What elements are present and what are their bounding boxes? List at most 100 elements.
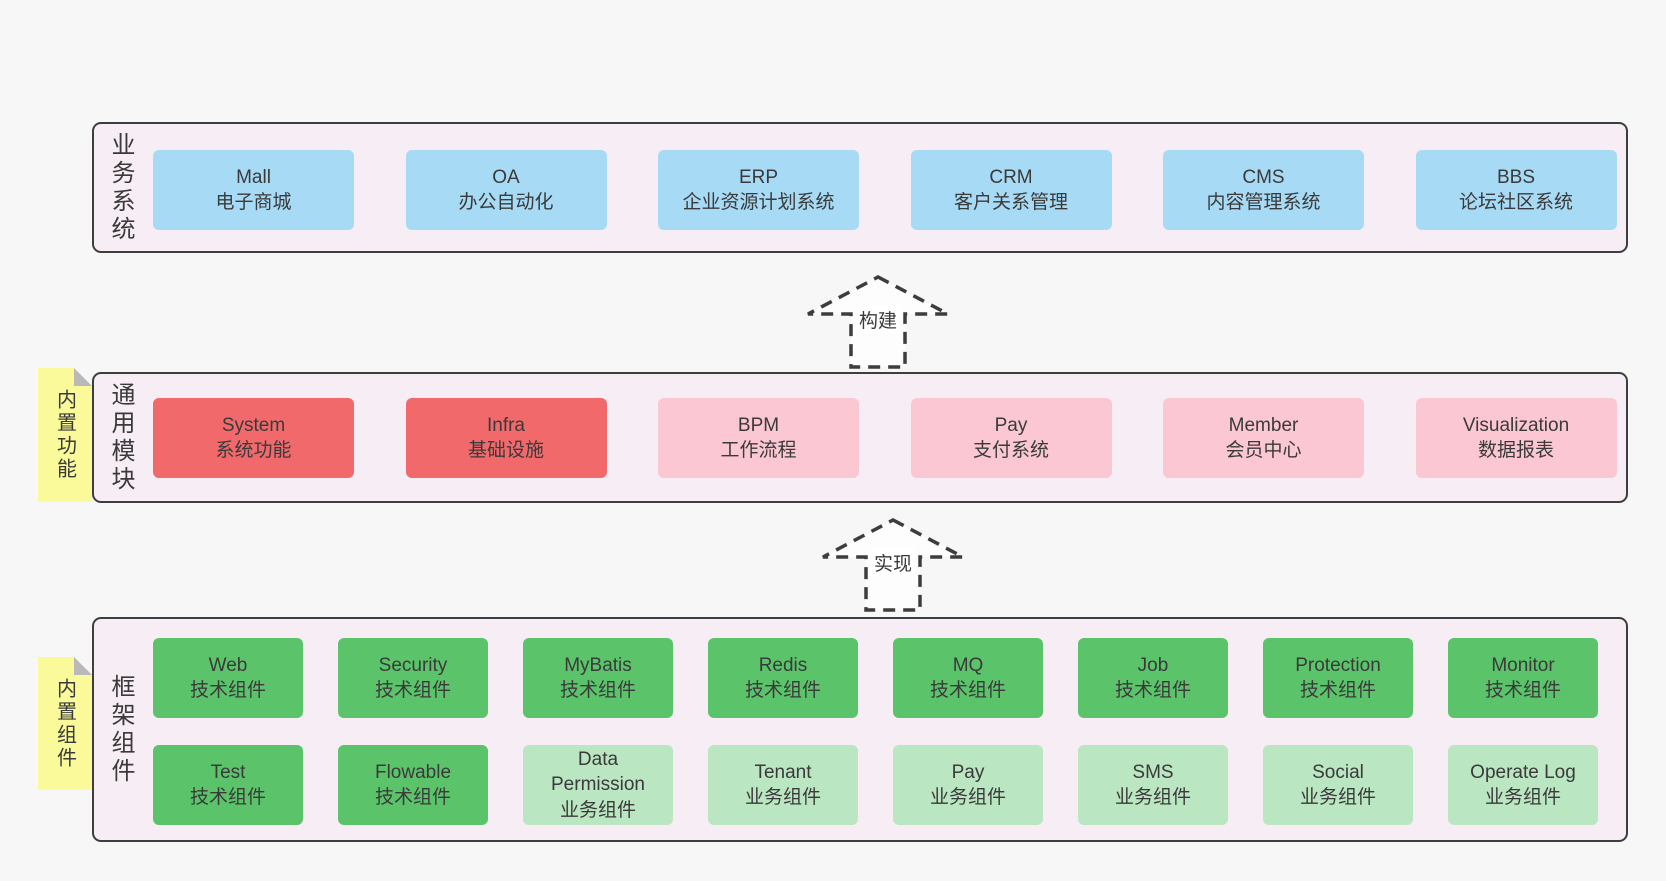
box-name: Flowable [374, 761, 452, 783]
box-desc: 业务组件 [929, 787, 1006, 808]
box-crm: CRM 客户关系管理 [910, 150, 1112, 230]
box-pay-component: Pay 业务组件 [893, 745, 1043, 825]
arrow-implement-label: 实现 [870, 549, 916, 576]
box-name: Redis [758, 654, 808, 676]
box-name: BBS [1496, 166, 1536, 188]
box-mall: Mall 电子商城 [153, 150, 354, 230]
modules-box-row: System 系统功能 Infra 基础设施 BPM 工作流程 Pay 支付系统… [153, 398, 1617, 478]
panel-business-label: 业务系统 [107, 131, 134, 244]
box-name: OA [492, 166, 520, 188]
box-desc: 业务组件 [1114, 787, 1191, 808]
box-redis: Redis 技术组件 [708, 638, 858, 718]
panel-business-systems: 业务系统 Mall 电子商城 OA 办公自动化 ERP 企业资源计划系统 CRM… [92, 122, 1628, 253]
box-desc: 技术组件 [374, 787, 451, 808]
box-name: CRM [989, 166, 1033, 188]
box-mq: MQ 技术组件 [893, 638, 1043, 718]
box-flowable: Flowable 技术组件 [338, 745, 488, 825]
tag-built-in-components-label: 内置组件 [53, 677, 76, 770]
framework-box-row-1: Web 技术组件 Security 技术组件 MyBatis 技术组件 Redi… [153, 638, 1598, 718]
box-desc: 技术组件 [744, 680, 821, 701]
box-name: BPM [737, 414, 780, 436]
box-name: Pay [951, 761, 985, 783]
box-desc: 电子商城 [215, 192, 292, 213]
box-bbs: BBS 论坛社区系统 [1415, 150, 1617, 230]
box-job: Job 技术组件 [1078, 638, 1228, 718]
box-name: Security [378, 654, 448, 676]
box-web: Web 技术组件 [153, 638, 303, 718]
box-name: Data Permission [551, 749, 645, 796]
box-desc: 基础设施 [467, 440, 544, 461]
box-monitor: Monitor 技术组件 [1448, 638, 1598, 718]
box-name: Infra [486, 414, 526, 436]
box-sms: SMS 业务组件 [1078, 745, 1228, 825]
box-mybatis: MyBatis 技术组件 [523, 638, 673, 718]
box-desc: 会员中心 [1225, 440, 1302, 461]
sticky-note-shape [38, 368, 92, 502]
box-desc: 业务组件 [1299, 787, 1376, 808]
box-oa: OA 办公自动化 [405, 150, 607, 230]
arrow-build: 构建 [798, 270, 958, 372]
tag-built-in-features-label: 内置功能 [53, 389, 76, 481]
box-erp: ERP 企业资源计划系统 [658, 150, 859, 230]
box-name: Mall [236, 166, 271, 188]
box-name: MQ [952, 654, 984, 676]
box-name: Pay [994, 414, 1028, 436]
tag-built-in-features: 内置功能 [38, 368, 92, 502]
box-visualization: Visualization 数据报表 [1415, 398, 1617, 478]
box-desc: 系统功能 [215, 440, 292, 461]
sticky-note-shape [38, 657, 92, 790]
box-name: MyBatis [564, 654, 632, 676]
box-member: Member 会员中心 [1163, 398, 1364, 478]
box-desc: 办公自动化 [458, 192, 554, 213]
box-bpm: BPM 工作流程 [658, 398, 859, 478]
box-infra: Infra 基础设施 [405, 398, 607, 478]
box-test: Test 技术组件 [153, 745, 303, 825]
box-name: SMS [1132, 761, 1174, 783]
box-system: System 系统功能 [153, 398, 354, 478]
box-cms: CMS 内容管理系统 [1163, 150, 1364, 230]
panel-common-modules: 通用模块 System 系统功能 Infra 基础设施 BPM 工作流程 Pay… [92, 372, 1628, 503]
box-desc: 客户关系管理 [953, 192, 1068, 213]
box-name: Operate Log [1470, 761, 1576, 783]
box-desc: 技术组件 [189, 787, 266, 808]
box-desc: 业务组件 [744, 787, 821, 808]
box-desc: 工作流程 [720, 440, 797, 461]
box-protection: Protection 技术组件 [1263, 638, 1413, 718]
box-desc: 技术组件 [929, 680, 1006, 701]
box-desc: 企业资源计划系统 [682, 192, 835, 213]
box-name: Member [1228, 414, 1299, 436]
box-name: Job [1137, 654, 1169, 676]
box-name: Protection [1295, 654, 1381, 676]
box-desc: 技术组件 [559, 680, 636, 701]
box-name: CMS [1242, 166, 1285, 188]
box-operate-log: Operate Log 业务组件 [1448, 745, 1598, 825]
box-desc: 技术组件 [1484, 680, 1561, 701]
framework-box-row-2: Test 技术组件 Flowable 技术组件 Data Permission … [153, 745, 1598, 825]
box-name: Test [210, 761, 246, 783]
box-name: Visualization [1462, 414, 1570, 436]
box-desc: 技术组件 [1299, 680, 1376, 701]
panel-framework-components: 框架组件 Web 技术组件 Security 技术组件 MyBatis 技术组件… [92, 617, 1628, 842]
box-desc: 支付系统 [972, 440, 1049, 461]
box-desc: 技术组件 [189, 680, 266, 701]
panel-modules-label: 通用模块 [107, 381, 134, 494]
box-tenant: Tenant 业务组件 [708, 745, 858, 825]
box-name: System [221, 414, 286, 436]
panel-framework-label: 框架组件 [107, 673, 134, 786]
box-desc: 数据报表 [1477, 440, 1554, 461]
box-desc: 业务组件 [559, 799, 636, 821]
box-desc: 技术组件 [1114, 680, 1191, 701]
box-desc: 论坛社区系统 [1458, 192, 1573, 213]
box-data-permission: Data Permission 业务组件 [523, 745, 673, 825]
box-name: Web [208, 654, 248, 676]
box-pay-system: Pay 支付系统 [910, 398, 1112, 478]
box-social: Social 业务组件 [1263, 745, 1413, 825]
box-name: Tenant [754, 761, 812, 783]
box-desc: 业务组件 [1484, 787, 1561, 808]
box-name: Social [1312, 761, 1364, 783]
box-desc: 内容管理系统 [1206, 192, 1321, 213]
arrow-build-label: 构建 [855, 306, 901, 333]
tag-built-in-components: 内置组件 [38, 657, 92, 790]
arrow-implement: 实现 [813, 513, 973, 615]
